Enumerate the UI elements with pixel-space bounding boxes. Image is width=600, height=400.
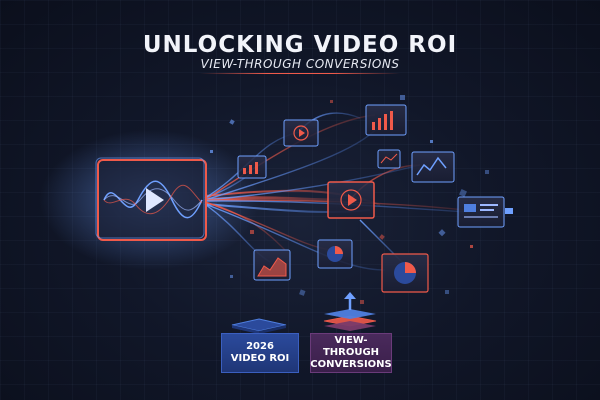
- view-through-badge: VIEW-THROUGH CONVERSIONS: [310, 333, 392, 373]
- card-bar-chart-top: [365, 104, 407, 136]
- view-through-badge-line2: CONVERSIONS: [310, 359, 392, 370]
- layers-icon: [231, 318, 287, 334]
- card-play-top: [283, 119, 319, 147]
- bar-chart-icon: [243, 162, 258, 174]
- line-chart-icon: [380, 153, 398, 164]
- card-bar-chart-small: [237, 155, 267, 179]
- play-icon: [348, 194, 357, 206]
- page-subtitle: VIEW-THROUGH CONVERSIONS: [200, 57, 400, 71]
- video-roi-badge-year: 2026: [246, 341, 274, 352]
- card-play-center: [327, 181, 375, 219]
- layers-arrow-up-icon: [323, 292, 377, 331]
- play-icon: [299, 129, 305, 137]
- card-pie-chart-large: [381, 253, 429, 293]
- video-player-icon: [95, 157, 207, 241]
- view-through-badge-line1: VIEW-THROUGH: [322, 335, 380, 358]
- page-title: UNLOCKING VIDEO ROI: [142, 32, 458, 58]
- area-chart-icon: [257, 257, 287, 277]
- bar-chart-icon: [372, 111, 393, 130]
- particles: [210, 95, 489, 304]
- card-line-chart-center: [377, 149, 401, 169]
- card-line-chart-right: [411, 151, 455, 183]
- video-roi-badge: 2026 VIDEO ROI: [221, 333, 299, 373]
- document-icon: [464, 204, 498, 218]
- card-document: [457, 196, 513, 228]
- line-chart-icon: [416, 156, 447, 176]
- subtitle-underline: [200, 73, 400, 74]
- card-pie-chart-small: [317, 239, 353, 269]
- video-roi-badge-label: VIDEO ROI: [230, 353, 290, 364]
- card-area-chart: [253, 249, 291, 281]
